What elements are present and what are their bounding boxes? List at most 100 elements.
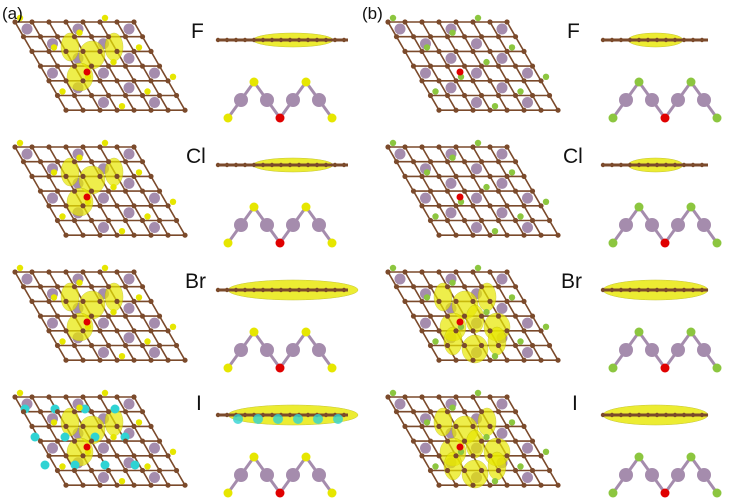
carbon-atom <box>215 287 221 293</box>
carbon-atom <box>148 482 154 488</box>
bond <box>446 36 457 52</box>
carbon-atom <box>80 357 86 363</box>
carbon-atom <box>88 159 95 165</box>
bond <box>124 470 135 486</box>
bond <box>175 95 186 111</box>
carbon-atom <box>504 357 510 363</box>
bond <box>438 175 449 192</box>
carbon-atom <box>97 357 103 363</box>
charge-density-blob <box>433 407 453 437</box>
bond <box>73 220 84 236</box>
carbon-atom <box>436 394 442 400</box>
substituent-atom <box>118 103 126 110</box>
carbon-atom <box>215 37 221 43</box>
substituent-atom <box>50 294 58 301</box>
carbon-atom <box>487 423 493 429</box>
carbon-atom <box>609 287 615 293</box>
carbon-atom <box>470 269 476 275</box>
carbon-atom <box>305 37 311 43</box>
carbon-atom <box>419 298 425 304</box>
bond <box>455 80 466 96</box>
carbon-atom <box>453 453 459 459</box>
carbon-atom <box>156 438 163 444</box>
carbon-atom <box>512 92 519 99</box>
carbon-atom <box>504 269 510 275</box>
carbon-atom <box>461 159 468 165</box>
carbon-atom <box>71 34 78 40</box>
carbon-atom <box>114 357 120 363</box>
carbon-atom <box>538 357 544 363</box>
carbon-atom <box>444 159 451 165</box>
carbon-atom <box>636 412 642 418</box>
carbon-atom <box>402 48 408 55</box>
bond <box>421 21 432 38</box>
metal-atom <box>471 38 482 50</box>
carbon-atom <box>410 63 417 69</box>
carbon-atom <box>393 409 400 415</box>
carbon-atom <box>478 217 485 224</box>
substituent-atom <box>517 463 524 470</box>
bond <box>48 205 59 221</box>
substituent-atom <box>517 338 524 345</box>
carbon-atom <box>12 144 18 150</box>
bond <box>133 50 144 67</box>
substituent-atom <box>712 363 722 373</box>
carbon-atom <box>114 482 120 488</box>
carbon-atom <box>54 409 61 415</box>
bond <box>540 330 551 346</box>
metal-atom <box>445 177 457 189</box>
carbon-atom <box>54 284 61 290</box>
carbon-atom <box>37 188 44 194</box>
bond <box>489 205 500 221</box>
metal-atom <box>645 343 659 357</box>
carbon-atom <box>122 284 129 290</box>
carbon-atom <box>495 217 502 224</box>
carbon-atom <box>29 394 35 400</box>
carbon-atom <box>402 269 408 275</box>
carbon-atom <box>215 412 221 418</box>
bond <box>167 80 178 96</box>
bond <box>31 146 42 163</box>
metal-atom <box>496 302 508 314</box>
bond <box>14 21 25 38</box>
bond <box>150 425 161 442</box>
carbon-atom <box>654 287 660 293</box>
substituent-atom <box>76 279 83 286</box>
bond <box>124 65 135 82</box>
oxygen-atom <box>275 113 285 123</box>
carbon-atom <box>12 19 18 25</box>
substituent-atom <box>169 73 177 81</box>
bond <box>421 425 432 442</box>
carbon-atom <box>461 409 468 415</box>
metal-atom <box>98 347 109 358</box>
carbon-atom <box>29 269 35 275</box>
carbon-atom <box>54 467 61 474</box>
substituent-atom <box>16 14 24 22</box>
panel-label-a: (a) <box>2 4 23 23</box>
bond <box>404 271 415 288</box>
metal-atom <box>123 23 135 35</box>
carbon-atom <box>487 328 493 334</box>
bond <box>472 146 483 163</box>
bond <box>455 146 466 163</box>
bond <box>14 271 25 288</box>
carbon-atom <box>609 37 615 43</box>
bond <box>48 175 59 192</box>
bond <box>489 80 500 96</box>
carbon-atom <box>600 37 606 43</box>
carbon-atom <box>478 92 485 99</box>
substituent-atom <box>101 139 109 147</box>
bond <box>514 440 525 457</box>
carbon-atom <box>305 287 311 293</box>
metal-atom <box>286 93 300 107</box>
carbon-atom <box>139 63 146 69</box>
carbon-atom <box>173 92 180 99</box>
substituent-atom <box>16 264 24 272</box>
carbon-atom <box>436 269 442 275</box>
metal-atom <box>697 468 711 482</box>
oxygen-atom <box>83 443 91 451</box>
bond <box>39 161 50 177</box>
bond <box>438 50 449 67</box>
bond <box>141 470 152 486</box>
carbon-atom <box>436 453 442 459</box>
